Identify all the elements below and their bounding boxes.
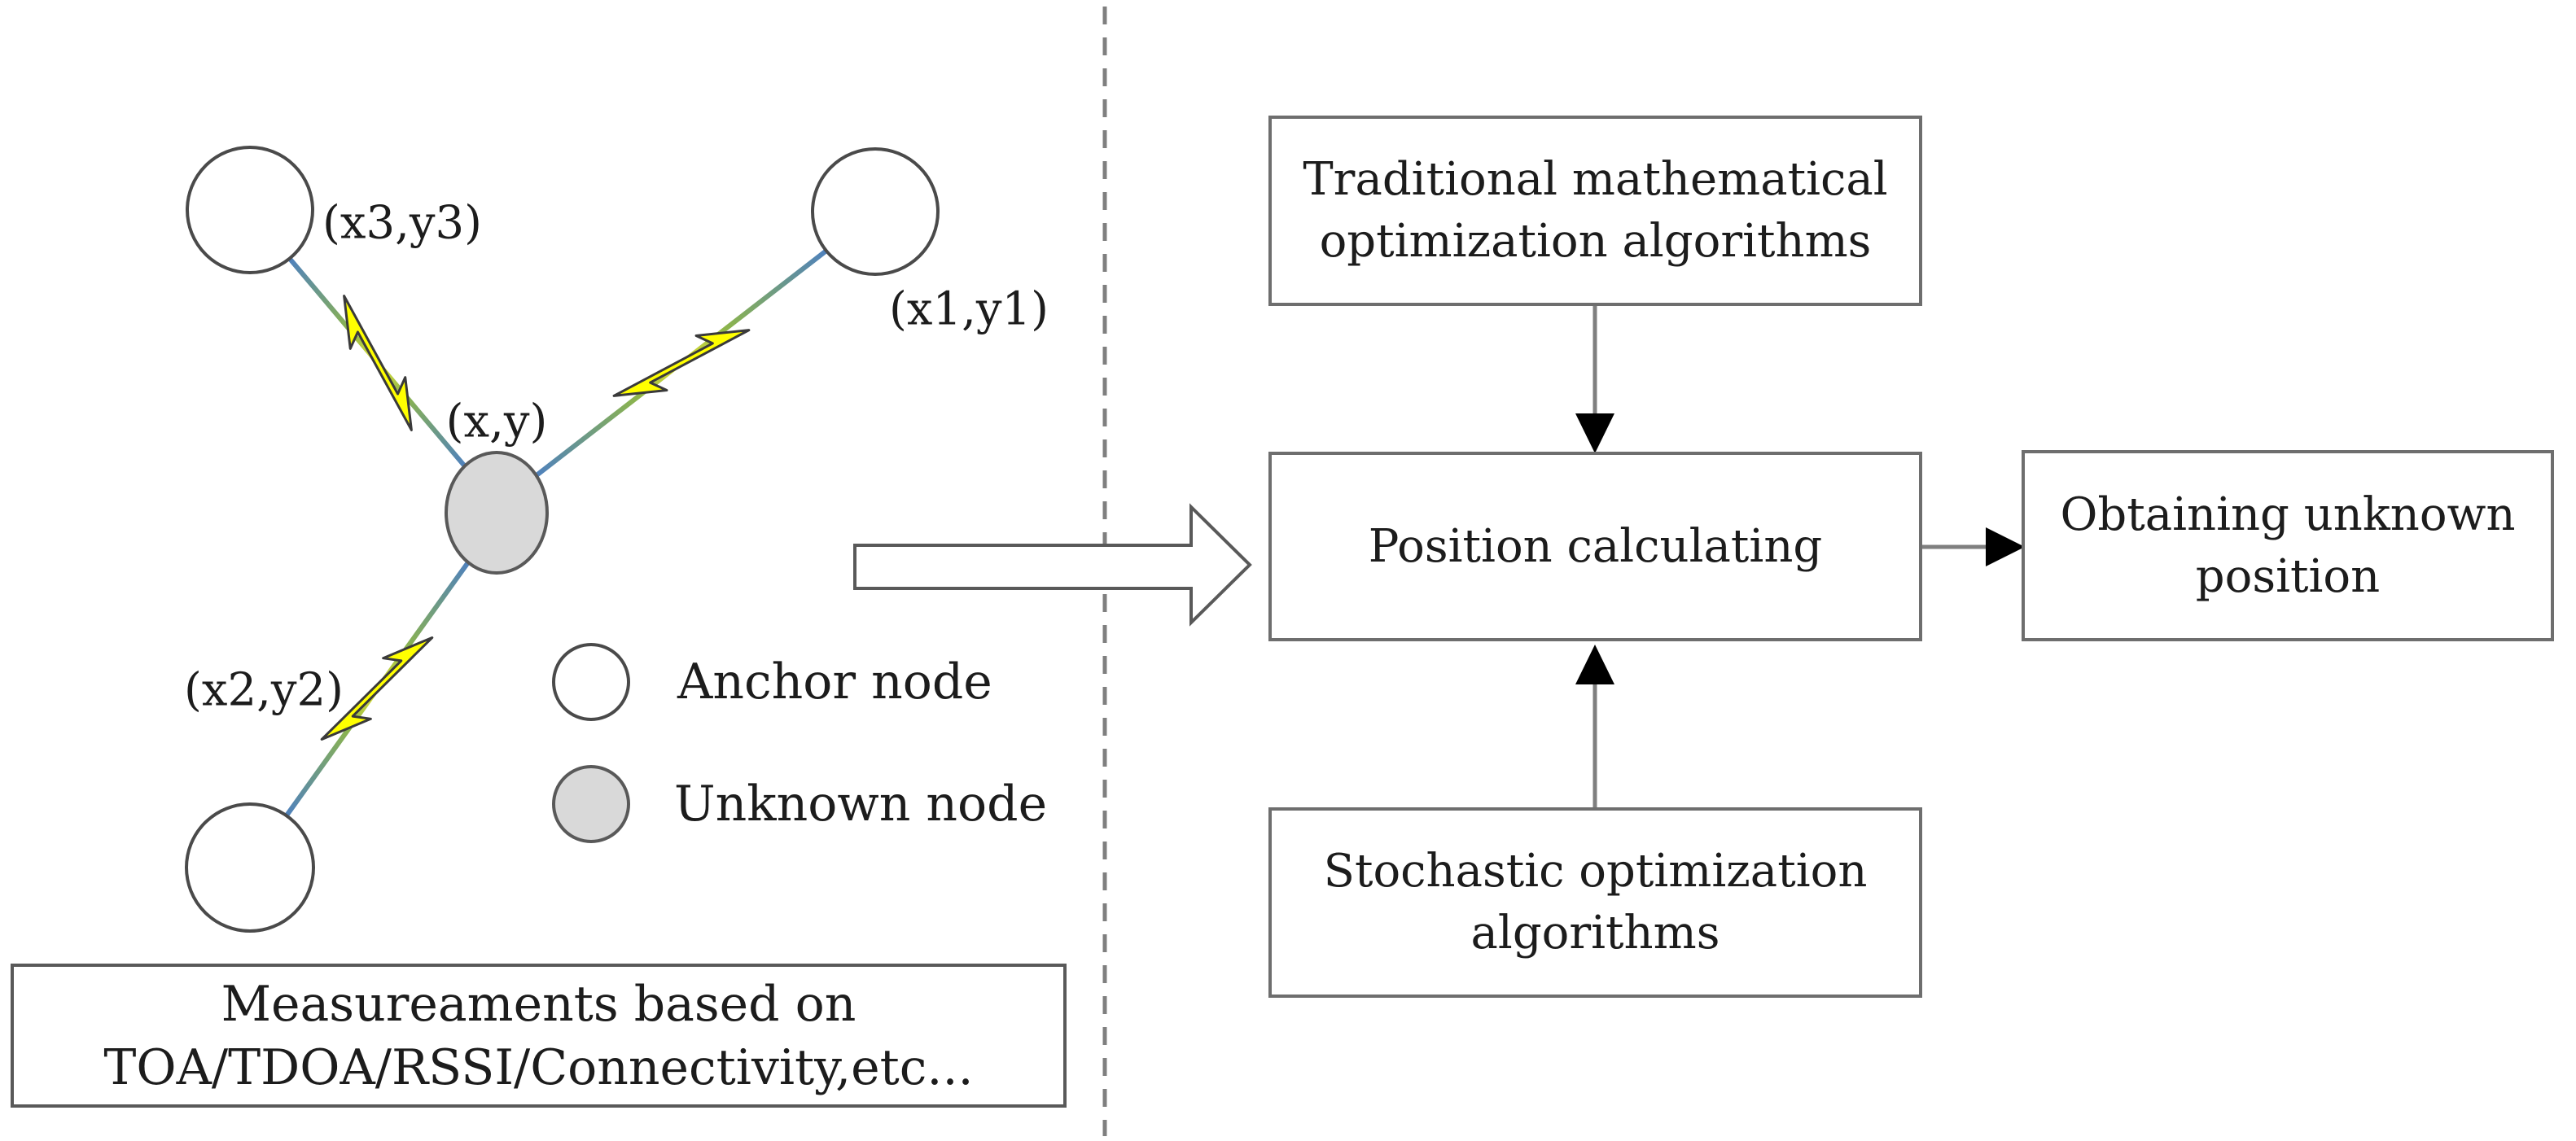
lightning-bolt-icon xyxy=(612,303,751,423)
arrow-down-icon xyxy=(1575,413,1614,453)
stochastic-optimization-box: Stochastic optimization algorithms xyxy=(1268,807,1922,998)
legend-unknown-label: Unknown node xyxy=(674,776,1048,833)
anchor1-label: (x1,y1) xyxy=(889,282,1049,336)
anchor-node-3 xyxy=(186,146,314,274)
anchor2-label: (x2,y2) xyxy=(184,663,344,717)
position-calculating-box: Position calculating xyxy=(1268,452,1922,641)
stochastic-box-line1: Stochastic optimization xyxy=(1323,845,1868,898)
traditional-optimization-box: Traditional mathematical optimization al… xyxy=(1268,116,1922,306)
traditional-box-line1: Traditional mathematical xyxy=(1303,153,1888,206)
unknown-node xyxy=(445,451,549,575)
measurement-box: Measureaments based on TOA/TDOA/RSSI/Con… xyxy=(11,964,1067,1108)
legend-anchor-label: Anchor node xyxy=(677,654,992,710)
traditional-box-line2: optimization algorithms xyxy=(1319,215,1872,268)
arrow-right-icon xyxy=(1986,527,2025,566)
obtaining-box-line1: Obtaining unknown xyxy=(2060,487,2516,541)
unknown-node-label: (x,y) xyxy=(445,395,548,448)
measurement-box-line1: Measureaments based on xyxy=(221,975,856,1033)
block-arrow-right-icon xyxy=(853,503,1252,627)
anchor3-label: (x3,y3) xyxy=(322,196,482,250)
obtaining-position-box: Obtaining unknown position xyxy=(2022,450,2554,641)
anchor-node-2 xyxy=(185,802,315,933)
obtaining-box-line2: position xyxy=(2195,549,2381,603)
measurement-box-line2: TOA/TDOA/RSSI/Connectivity,etc... xyxy=(103,1038,974,1096)
stochastic-box-line2: algorithms xyxy=(1470,907,1720,960)
position-box-line1: Position calculating xyxy=(1368,519,1823,573)
anchor-node-1 xyxy=(811,147,940,276)
arrow-up-icon xyxy=(1575,645,1614,684)
legend-unknown-node-icon xyxy=(552,765,630,843)
legend-anchor-node-icon xyxy=(552,643,630,721)
